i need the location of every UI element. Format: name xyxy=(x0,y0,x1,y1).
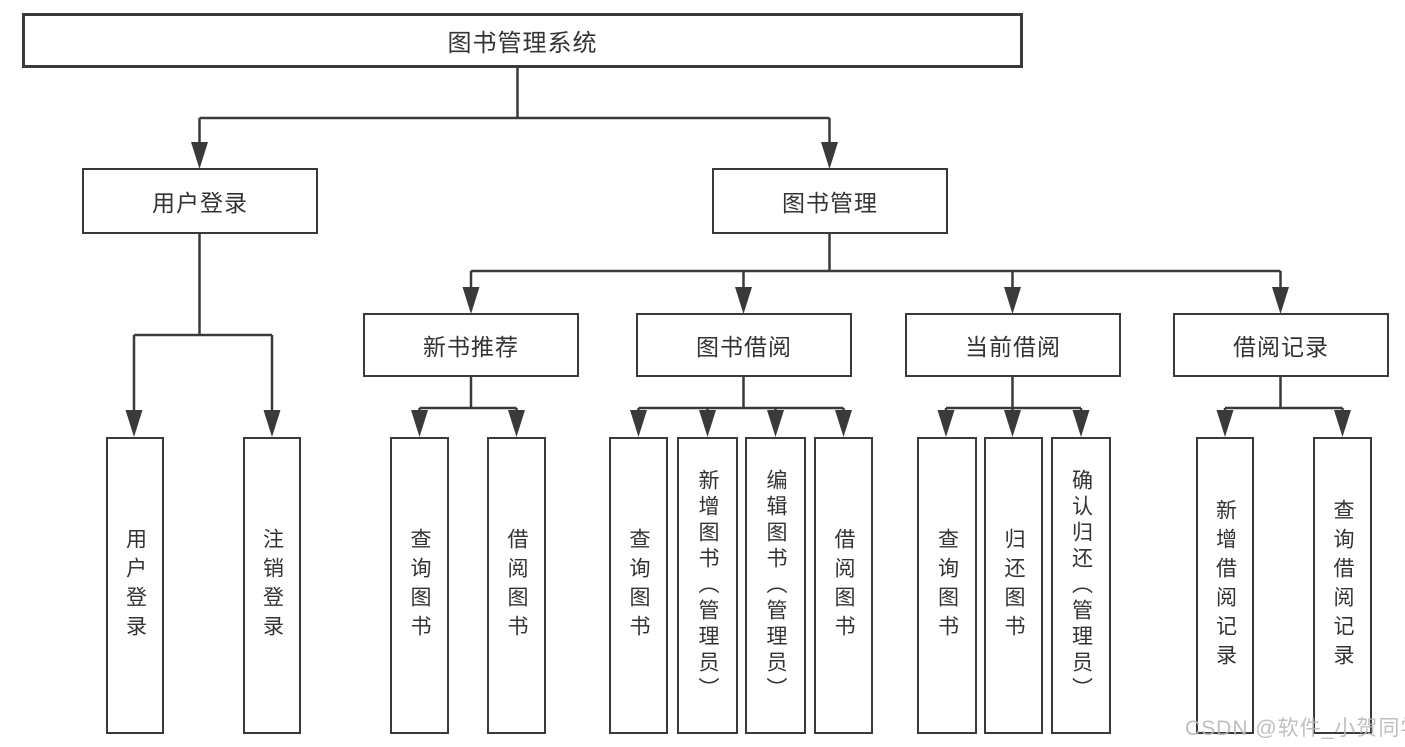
leaf-logout: 注销登录 xyxy=(243,437,301,734)
leaf-label: 查询图书 xyxy=(408,527,431,644)
arrowheads xyxy=(125,142,1351,437)
leaf-borrow-book: 借阅图书 xyxy=(814,437,873,734)
leaf-return-book: 归还图书 xyxy=(984,437,1043,734)
node-book-borrow: 图书借阅 xyxy=(636,313,852,377)
leaf-label: 用户登录 xyxy=(123,527,147,644)
leaf-query-book-borrow: 查询图书 xyxy=(609,437,668,734)
node-book-management: 图书管理 xyxy=(712,168,948,234)
leaf-label: 查询图书 xyxy=(627,527,650,644)
leaf-query-borrow-record: 查询借阅记录 xyxy=(1313,437,1372,734)
leaf-label: 确认归还（管理员） xyxy=(1069,468,1093,703)
leaf-label: 注销登录 xyxy=(260,527,284,644)
leaf-label: 借阅图书 xyxy=(832,527,855,644)
leaf-label: 查询图书 xyxy=(935,527,959,644)
node-label: 图书管理系统 xyxy=(447,30,598,57)
leaf-label: 新增图书（管理员） xyxy=(696,468,719,703)
node-label: 当前借阅 xyxy=(965,334,1061,360)
node-label: 图书管理 xyxy=(782,190,878,216)
leaf-edit-book-admin: 编辑图书（管理员） xyxy=(745,437,806,734)
leaf-label: 编辑图书（管理员） xyxy=(764,468,787,703)
leaf-confirm-return-admin: 确认归还（管理员） xyxy=(1051,437,1111,734)
leaf-query-book-recommend: 查询图书 xyxy=(390,437,449,734)
leaf-label: 借阅图书 xyxy=(505,527,528,644)
leaf-label: 归还图书 xyxy=(1002,527,1025,644)
leaf-label: 查询借阅记录 xyxy=(1331,498,1354,673)
leaf-query-book-current: 查询图书 xyxy=(917,437,977,734)
leaf-user-login: 用户登录 xyxy=(106,437,164,734)
node-label: 新书推荐 xyxy=(423,334,519,360)
node-library-management-system: 图书管理系统 xyxy=(22,13,1023,68)
node-new-book-recommend: 新书推荐 xyxy=(363,313,579,377)
node-current-borrow: 当前借阅 xyxy=(905,313,1121,377)
node-user-login: 用户登录 xyxy=(82,168,318,234)
csdn-watermark: CSDN @软件_小贺同学 xyxy=(1185,717,1405,740)
node-label: 图书借阅 xyxy=(696,334,792,360)
node-label: 借阅记录 xyxy=(1233,334,1329,360)
node-label: 用户登录 xyxy=(152,190,248,216)
node-borrow-records: 借阅记录 xyxy=(1173,313,1389,377)
leaf-add-borrow-record: 新增借阅记录 xyxy=(1196,437,1254,734)
leaf-borrow-book-recommend: 借阅图书 xyxy=(487,437,546,734)
leaf-add-book-admin: 新增图书（管理员） xyxy=(677,437,738,734)
leaf-label: 新增借阅记录 xyxy=(1213,498,1237,673)
